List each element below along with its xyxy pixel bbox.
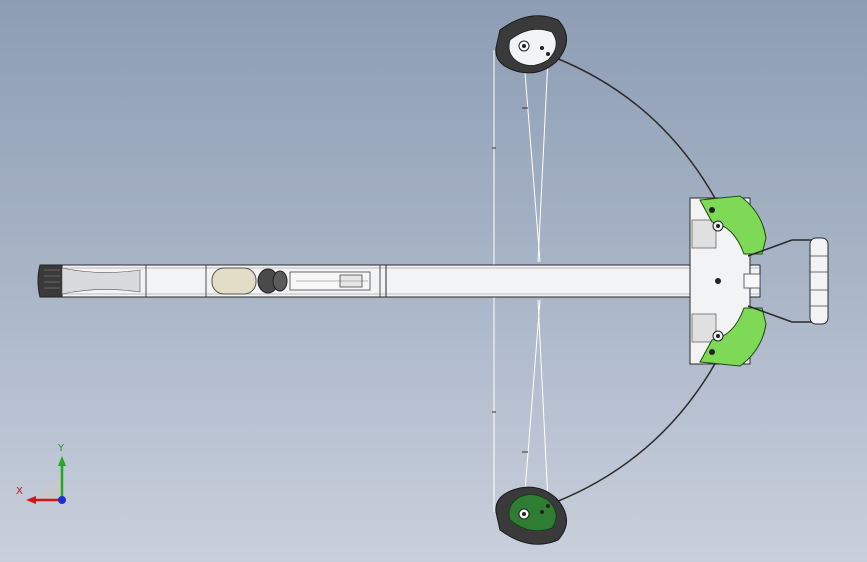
coordinate-triad-icon bbox=[26, 456, 66, 504]
stock-rail[interactable] bbox=[39, 264, 761, 298]
cam-lower[interactable] bbox=[495, 486, 567, 545]
foot-stirrup[interactable] bbox=[747, 237, 829, 325]
x-axis-label: X bbox=[16, 486, 23, 497]
z-axis-dot bbox=[58, 496, 66, 504]
limb-pocket-lower[interactable] bbox=[699, 307, 767, 367]
limb-pocket-upper[interactable] bbox=[699, 195, 767, 255]
butt-plate[interactable] bbox=[37, 264, 141, 298]
power-cables[interactable] bbox=[555, 57, 717, 503]
cam-upper[interactable] bbox=[495, 15, 567, 74]
y-axis-label: Y bbox=[58, 443, 65, 454]
trigger-grip[interactable] bbox=[211, 267, 371, 295]
